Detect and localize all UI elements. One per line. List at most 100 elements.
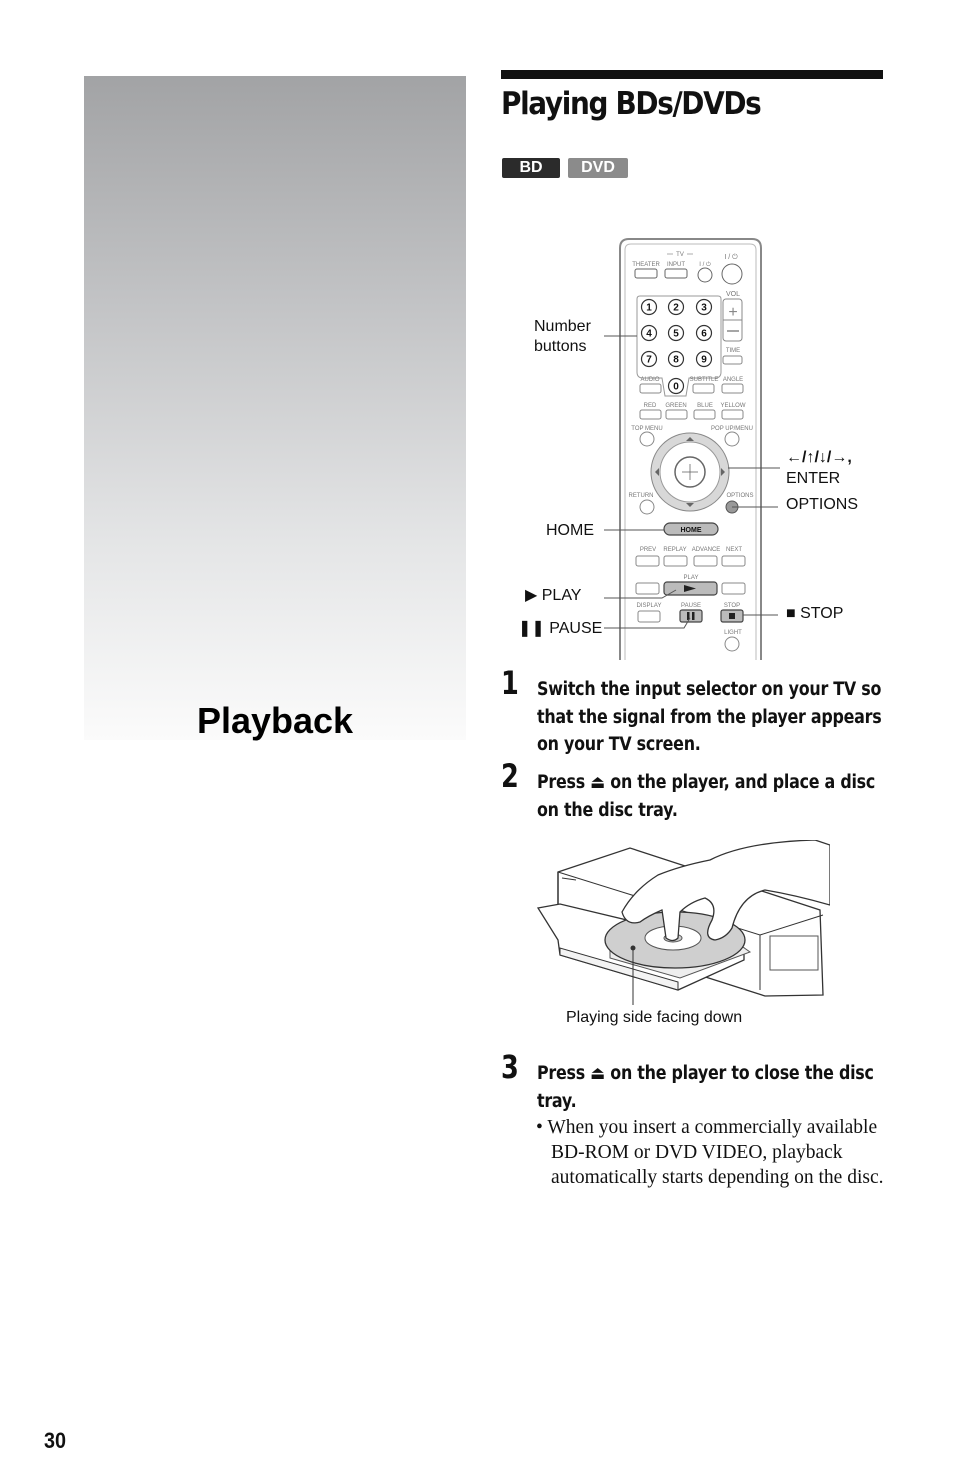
arrows-callout: ←/↑/↓/→, — [786, 449, 852, 466]
input-button[interactable] — [664, 268, 688, 279]
disc-tray-illustration — [536, 840, 830, 1005]
power-label: I / ⏻ — [724, 253, 738, 261]
page-number: 30 — [44, 1428, 67, 1453]
red-button[interactable] — [639, 409, 662, 420]
up-arrow-icon — [686, 437, 694, 441]
note-bullet: • When you insert a commercially availab… — [536, 1117, 884, 1188]
green-label: GREEN — [665, 403, 686, 409]
section-title: Playback — [196, 700, 354, 741]
subtitle-label: SUBTITLE — [690, 377, 719, 383]
yellow-button[interactable] — [721, 409, 744, 420]
replay-label: REPLAY — [663, 547, 686, 553]
play-icon — [684, 585, 696, 592]
dvd-badge: DVD — [568, 158, 628, 178]
options-label: OPTIONS — [726, 493, 753, 499]
pause-callout: ❚❚ PAUSE — [518, 620, 603, 637]
enter-callout: ENTER — [786, 470, 841, 487]
display-label: DISPLAY — [637, 603, 662, 609]
time-label: TIME — [726, 348, 740, 354]
home-callout: HOME — [546, 522, 594, 539]
heading-rule — [501, 70, 883, 79]
step-1-number: 1 — [501, 664, 519, 702]
digit-label-8: 8 — [673, 355, 679, 366]
digit-button-0[interactable] — [667, 377, 685, 395]
right-arrow-icon — [721, 468, 725, 476]
hand — [621, 840, 830, 942]
number-buttons-callout-line2: buttons — [534, 338, 587, 355]
digit-button-7[interactable] — [640, 350, 658, 368]
stop-label: STOP — [724, 603, 740, 609]
digit-button-3[interactable] — [695, 298, 713, 316]
green-button[interactable] — [665, 409, 688, 420]
top-menu-button[interactable] — [639, 431, 655, 447]
tv-power-button[interactable] — [697, 267, 713, 283]
step-2-text: Press ⏏ on the player, and place a disc … — [537, 772, 876, 821]
fast-forward-button[interactable] — [721, 582, 746, 595]
power-button[interactable] — [721, 263, 743, 285]
pause-label: PAUSE — [681, 603, 701, 609]
digit-button-2[interactable] — [667, 298, 685, 316]
step-1-text: Switch the input selector on your TV so … — [537, 679, 882, 755]
theater-label: THEATER — [632, 262, 660, 268]
blue-label: BLUE — [697, 403, 713, 409]
section-banner — [84, 76, 466, 740]
digit-label-2: 2 — [673, 303, 679, 314]
digit-label-7: 7 — [646, 355, 652, 366]
stop-icon — [729, 613, 735, 619]
prev-button[interactable] — [635, 555, 660, 567]
bd-badge: BD — [502, 158, 560, 178]
digit-button-4[interactable] — [640, 324, 658, 342]
digit-button-9[interactable] — [695, 350, 713, 368]
light-button[interactable] — [724, 636, 740, 652]
play-leader — [604, 589, 677, 599]
tv-label: TV — [676, 252, 684, 258]
digit-button-6[interactable] — [695, 324, 713, 342]
digit-button-8[interactable] — [667, 350, 685, 368]
home-button-label: HOME — [681, 527, 702, 534]
audio-button[interactable] — [639, 383, 662, 394]
illustration-caption: Playing side facing down — [566, 1009, 743, 1026]
pop-up-menu-label: POP UP/MENU — [711, 426, 753, 432]
pause-icon — [687, 612, 690, 620]
digit-label-1: 1 — [646, 303, 652, 314]
digit-label-6: 6 — [701, 329, 707, 340]
left-arrow-icon — [655, 468, 659, 476]
subtitle-button[interactable] — [692, 383, 715, 394]
digit-label-3: 3 — [701, 303, 707, 314]
display-button[interactable] — [637, 610, 661, 623]
digit-button-1[interactable] — [640, 298, 658, 316]
digit-button-5[interactable] — [667, 324, 685, 342]
advance-button[interactable] — [693, 555, 718, 567]
advance-label: ADVANCE — [692, 547, 721, 553]
home-button[interactable] — [663, 522, 719, 536]
page-title: Playing BDs/DVDs — [501, 86, 762, 122]
return-label: RETURN — [629, 493, 654, 499]
yellow-label: YELLOW — [720, 403, 745, 409]
time-button[interactable] — [722, 355, 743, 365]
light-label: LIGHT — [724, 630, 742, 636]
angle-button[interactable] — [721, 383, 744, 394]
replay-button[interactable] — [663, 555, 688, 567]
next-button[interactable] — [721, 555, 746, 567]
rewind-button[interactable] — [635, 582, 660, 595]
digit-label-9: 9 — [701, 355, 707, 366]
play-callout: ▶ PLAY — [525, 587, 582, 604]
step-2-number: 2 — [501, 757, 519, 795]
step-3-number: 3 — [501, 1048, 519, 1086]
options-callout: OPTIONS — [786, 496, 859, 513]
audio-label: AUDIO — [640, 377, 659, 383]
digit-label-5: 5 — [673, 329, 679, 340]
note-text: When you insert a commercially available… — [547, 1117, 884, 1188]
red-label: RED — [644, 403, 657, 409]
blue-button[interactable] — [693, 409, 716, 420]
digit-label-4: 4 — [646, 329, 652, 340]
theater-button[interactable] — [634, 268, 658, 279]
step-3-text: Press ⏏ on the player to close the disc … — [537, 1063, 874, 1112]
top-menu-label: TOP MENU — [631, 426, 662, 432]
return-button[interactable] — [639, 499, 655, 515]
pause-button[interactable] — [679, 609, 703, 623]
pop-up-menu-button[interactable] — [724, 431, 740, 447]
pause-leader — [604, 617, 691, 629]
